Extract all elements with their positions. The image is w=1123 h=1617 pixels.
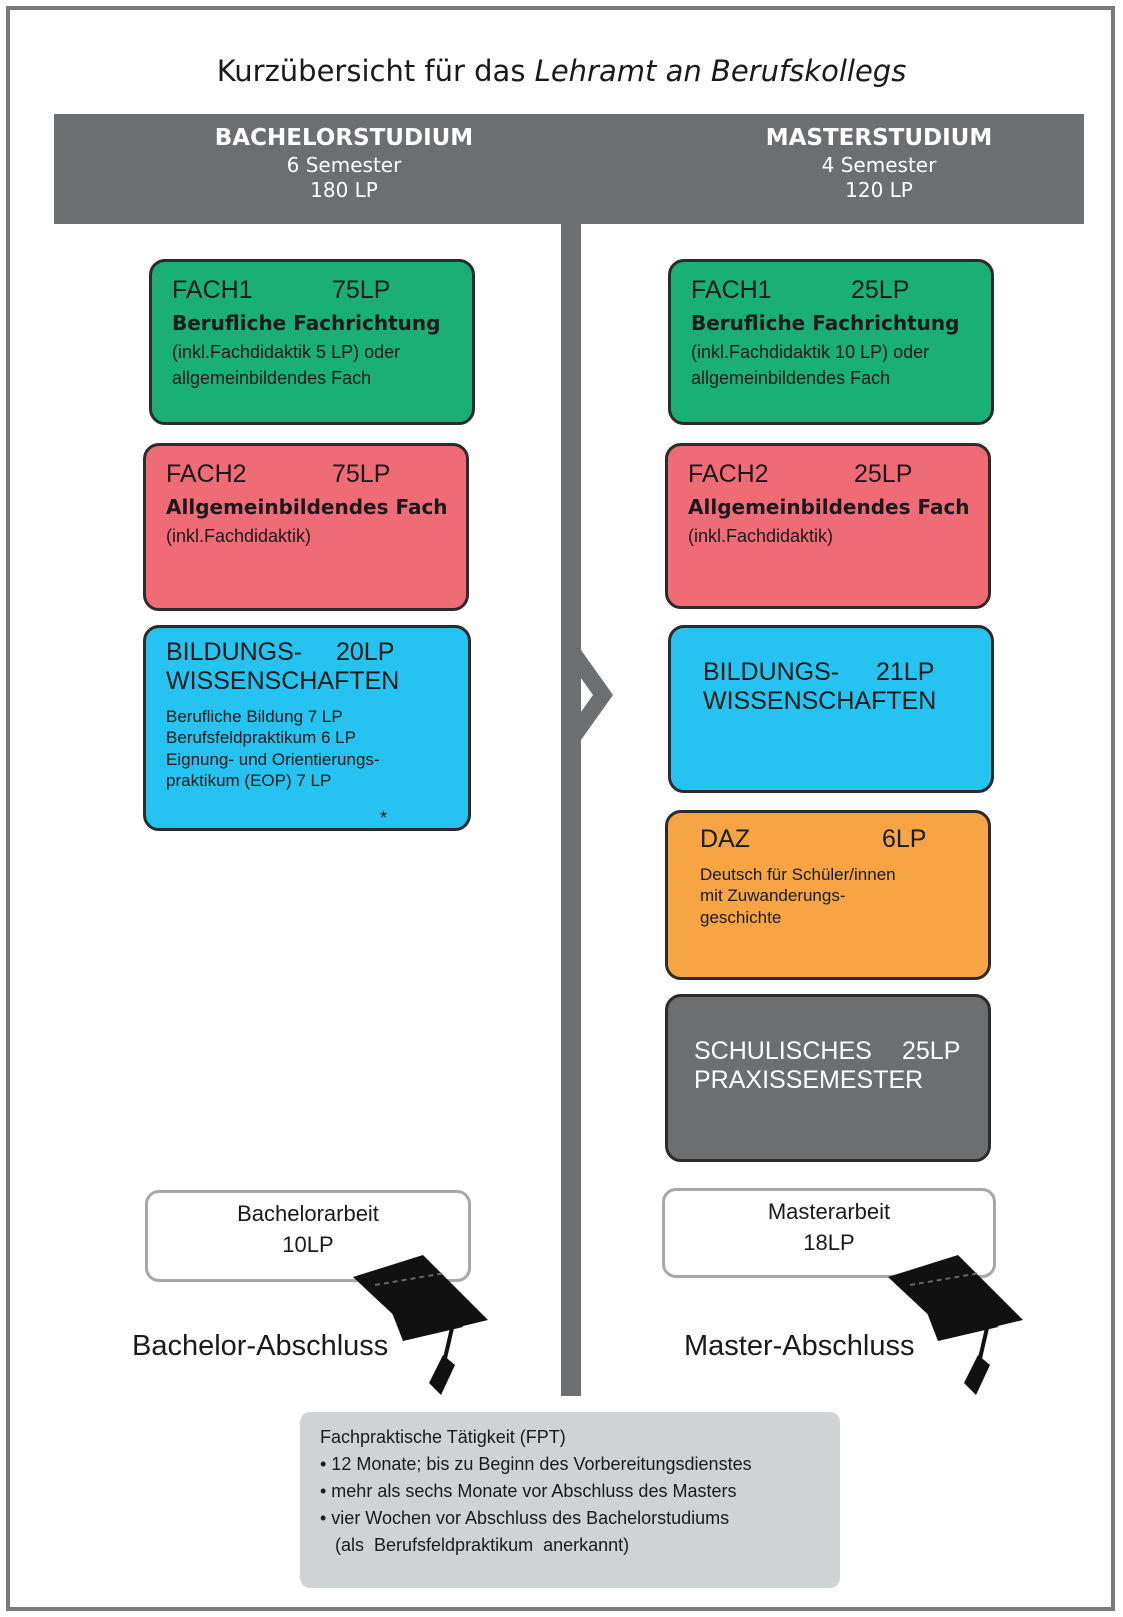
bachelor-thesis-box: Bachelorarbeit 10LP (145, 1190, 471, 1282)
page-frame (6, 6, 1115, 1611)
box-note: (inkl.Fachdidaktik) (166, 526, 312, 546)
thesis-credits: 10LP (282, 1231, 334, 1257)
thesis-credits: 18LP (803, 1229, 855, 1255)
box-credits: 75LP (332, 276, 391, 304)
fpt-heading: Fachpraktische Tätigkeit (FPT) (320, 1427, 566, 1447)
box-credits: 25LP (854, 460, 913, 488)
box-credits: 25LP (851, 276, 910, 304)
box-title-line2: PRAXISSEMESTER (694, 1066, 924, 1094)
box-title: FACH2 (166, 460, 247, 488)
divider-arrow (561, 650, 613, 740)
master-heading: MASTERSTUDIUM (765, 125, 993, 151)
box-credits: 21LP (876, 658, 935, 686)
bachelor-header: BACHELORSTUDIUM 6 Semester 180 LP (134, 124, 554, 203)
thesis-label: Masterarbeit (767, 1199, 891, 1224)
master-daz-box: DAZ 6LP Deutsch für Schüler/innen mit Zuw… (665, 810, 991, 980)
header-bar: BACHELORSTUDIUM 6 Semester 180 LP MASTER… (54, 114, 1084, 224)
box-title-line2: WISSENSCHAFTEN (703, 687, 937, 715)
bachelor-degree: Bachelor-Abschluss (132, 1330, 389, 1362)
master-semesters: 4 Semester (821, 152, 937, 177)
master-degree: Master-Abschluss (684, 1330, 915, 1362)
bachelor-fach1-box: FACH1 75LP Berufliche Fachrichtung (inkl.… (149, 259, 475, 425)
box-title: DAZ (700, 825, 750, 853)
box-title: BILDUNGS- (703, 658, 840, 686)
box-title: SCHULISCHES (694, 1037, 872, 1065)
bachelor-bildungswissenschaften-box: BILDUNGS- 20LP WISSENSCHAFTEN Berufliche … (143, 625, 471, 831)
box-credits: 6LP (882, 825, 927, 853)
box-subtitle: Berufliche Fachrichtung (172, 311, 441, 335)
fpt-item: • mehr als sechs Monate vor Abschluss de… (320, 1481, 737, 1501)
thesis-label: Bachelorarbeit (237, 1201, 379, 1226)
master-fach1-box: FACH1 25LP Berufliche Fachrichtung (inkl.… (668, 259, 994, 425)
box-title-line2: WISSENSCHAFTEN (166, 667, 400, 695)
box-details: Berufliche Bildung 7 LP Berufsfeldprakti… (166, 707, 380, 790)
fpt-item: (als Berufsfeldpraktikum anerkannt) (320, 1535, 630, 1555)
divider-bar (561, 224, 581, 1396)
box-subtitle: Berufliche Fachrichtung (691, 311, 960, 335)
bachelor-credits: 180 LP (310, 177, 378, 202)
bachelor-heading: BACHELORSTUDIUM (214, 125, 474, 151)
footnote-mark: * (380, 808, 388, 828)
graduation-cap-icon (888, 1255, 1023, 1395)
bachelor-fach2-box: FACH2 75LP Allgemeinbildendes Fach (inkl.… (143, 443, 469, 611)
box-title: FACH1 (172, 276, 253, 304)
box-details: Deutsch für Schüler/innen mit Zuwanderun… (700, 865, 896, 927)
box-credits: 75LP (332, 460, 391, 488)
master-header: MASTERSTUDIUM 4 Semester 120 LP (669, 124, 1089, 203)
box-title: FACH1 (691, 276, 772, 304)
master-praxissemester-box: SCHULISCHES 25LP PRAXISSEMESTER (665, 994, 991, 1162)
master-credits: 120 LP (845, 177, 913, 202)
box-subtitle: Allgemeinbildendes Fach (166, 495, 448, 519)
box-title: FACH2 (688, 460, 769, 488)
box-title: BILDUNGS- (166, 638, 303, 666)
master-fach2-box: FACH2 25LP Allgemeinbildendes Fach (inkl.… (665, 443, 991, 609)
fpt-item: • vier Wochen vor Abschluss des Bachelor… (320, 1508, 730, 1528)
graduation-cap-icon (353, 1255, 488, 1395)
box-subtitle: Allgemeinbildendes Fach (688, 495, 970, 519)
fpt-item: • 12 Monate; bis zu Beginn des Vorbereit… (320, 1454, 752, 1474)
box-note: (inkl.Fachdidaktik) (688, 526, 834, 546)
box-credits: 25LP (902, 1037, 961, 1065)
box-credits: 20LP (336, 638, 395, 666)
master-bildungswissenschaften-box: BILDUNGS- 21LP WISSENSCHAFTEN (668, 625, 994, 793)
fpt-info-box: Fachpraktische Tätigkeit (FPT) • 12 Mona… (300, 1412, 840, 1588)
bachelor-semesters: 6 Semester (286, 152, 402, 177)
page-title: Kurzübersicht für das Lehramt an Berufsk… (216, 54, 907, 88)
